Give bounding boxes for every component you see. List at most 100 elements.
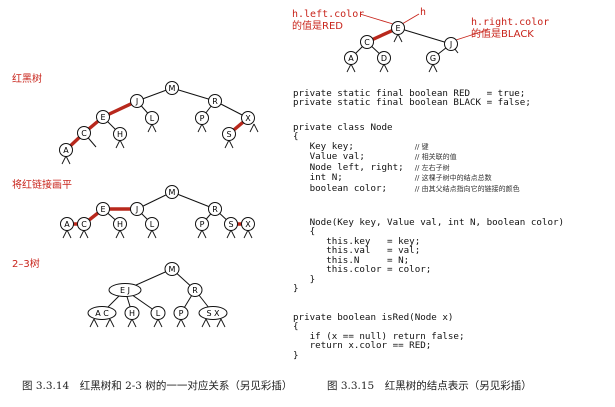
callout-right-code: h.right.color: [471, 17, 550, 28]
code-line: this.val = val;: [293, 245, 421, 257]
callout-right-color: h.right.color 的值是BLACK: [471, 17, 549, 41]
code-line: Node(Key key, Value val, int N, boolean …: [293, 217, 565, 228]
caption-fig-3-3-15: 图 3.3.15 红黑树的结点表示（另见彩插）: [327, 380, 532, 392]
svg-text:P: P: [200, 220, 205, 229]
repr-node-j: J: [444, 37, 458, 51]
label-flatten-red-links: 将红链接画平: [12, 180, 72, 191]
node-repr-tree: E C J A D G: [344, 13, 488, 73]
svg-text:E: E: [395, 24, 400, 33]
svg-text:C: C: [81, 220, 87, 229]
svg-text:P: P: [179, 309, 184, 318]
svg-text:R: R: [212, 205, 218, 214]
code-constants: private static final boolean RED = true;…: [293, 89, 531, 108]
code-line: {: [293, 131, 299, 143]
svg-text:A: A: [348, 54, 354, 63]
svg-text:H: H: [117, 220, 123, 229]
field-code: Node left, right;: [293, 161, 415, 173]
svg-text:M: M: [169, 188, 176, 197]
code-line: private class Node: [293, 122, 393, 133]
code-line: this.key = key;: [293, 235, 421, 247]
flat-tree: E J M R A C H L P S X: [60, 185, 255, 239]
code-line: this.color = color;: [293, 264, 432, 276]
code-line: {: [293, 321, 299, 333]
code-line: this.N = N;: [293, 254, 410, 266]
field-comment: // 这棵子树中的结点总数: [414, 174, 492, 183]
repr-node-c: C: [360, 35, 374, 49]
svg-text:H: H: [117, 130, 123, 139]
code-line: private static final boolean RED = true;: [293, 88, 526, 99]
repr-node-d: D: [377, 51, 391, 65]
rbt-node-a: A: [59, 143, 73, 157]
callout-h-leader: [401, 13, 420, 25]
svg-text:A: A: [63, 146, 69, 155]
field-line: Node left, right; // 左右子树: [293, 163, 520, 173]
svg-text:S: S: [228, 220, 233, 229]
code-line: return x.color == RED;: [293, 340, 432, 352]
rbt-node-p: P: [195, 111, 209, 125]
rbt-node-m: M: [165, 81, 179, 95]
svg-text:S: S: [226, 130, 231, 139]
flat-node-h: H: [113, 217, 127, 231]
svg-text:D: D: [381, 54, 387, 63]
code-line: }: [293, 349, 299, 361]
flat-node-e: E: [96, 202, 110, 216]
flat-null-links: [62, 229, 253, 239]
tree23-node-l: L: [150, 306, 166, 320]
code-line: private boolean isRed(Node x): [293, 312, 454, 323]
flat-node-x: X: [241, 217, 255, 231]
flat-node-r: R: [208, 202, 222, 216]
svg-text:C: C: [364, 38, 370, 47]
svg-text:E: E: [100, 205, 105, 214]
callout-left-text: 的值是RED: [292, 21, 343, 32]
svg-text:M: M: [169, 84, 176, 93]
svg-text:J: J: [449, 40, 452, 49]
code-constructor: Node(Key key, Value val, int N, boolean …: [293, 218, 564, 294]
svg-text:X: X: [245, 114, 251, 123]
code-line: if (x == null) return false;: [293, 330, 465, 342]
svg-text:M: M: [169, 265, 176, 274]
code-line: private static final boolean BLACK = fal…: [293, 97, 531, 109]
field-code: Value val;: [293, 151, 415, 163]
tree23-null-links: [89, 318, 226, 328]
rbt-node-c: C: [77, 126, 91, 140]
rbt-node-e: E: [96, 110, 110, 124]
svg-text:J: J: [135, 205, 138, 214]
tree23-node-m: M: [164, 262, 180, 276]
field-line: boolean color; // 由其父结点指向它的链接的颜色: [293, 183, 520, 194]
rbt-node-j: J: [130, 94, 144, 108]
tree23-node-sx: S X: [198, 306, 228, 320]
flat-node-a: A: [60, 217, 74, 231]
field-line: Key key; // 键: [293, 142, 520, 152]
repr-node-e: E: [391, 21, 405, 35]
svg-text:E J: E J: [120, 286, 130, 295]
field-line: Value val; // 相关联的值: [293, 152, 520, 162]
svg-text:L: L: [150, 220, 155, 229]
tree23-node-h: H: [124, 306, 140, 320]
tree23-node-ej: E J: [108, 283, 142, 297]
code-line: }: [293, 273, 316, 285]
rbt-node-l: L: [145, 111, 159, 125]
code-line: }: [293, 283, 299, 295]
svg-text:G: G: [430, 54, 436, 63]
flat-node-l: L: [145, 217, 159, 231]
callout-right-text: 的值是BLACK: [471, 29, 534, 40]
repr-node-a: A: [344, 51, 358, 65]
rbt-node-s: S: [222, 127, 236, 141]
tree23-node-p: P: [173, 306, 189, 320]
field-comment: // 由其父结点指向它的链接的颜色: [414, 184, 520, 193]
svg-text:A: A: [64, 220, 70, 229]
flat-node-c: C: [77, 217, 91, 231]
tree-23: M E J R A C H L P S X: [87, 262, 228, 328]
field-code: int N;: [293, 172, 415, 184]
field-comment: // 相关联的值: [414, 153, 457, 162]
svg-text:P: P: [200, 114, 205, 123]
svg-text:C: C: [81, 129, 87, 138]
svg-text:A C: A C: [95, 309, 109, 318]
callout-right-leader: [455, 29, 488, 41]
svg-text:H: H: [129, 309, 135, 318]
caption-fig-3-3-14: 图 3.3.14 红黑树和 2-3 树的一一对应关系（另见彩插）: [22, 380, 293, 392]
rbt-node-x: X: [241, 111, 255, 125]
callout-h: h: [420, 7, 427, 18]
svg-text:J: J: [135, 97, 138, 106]
